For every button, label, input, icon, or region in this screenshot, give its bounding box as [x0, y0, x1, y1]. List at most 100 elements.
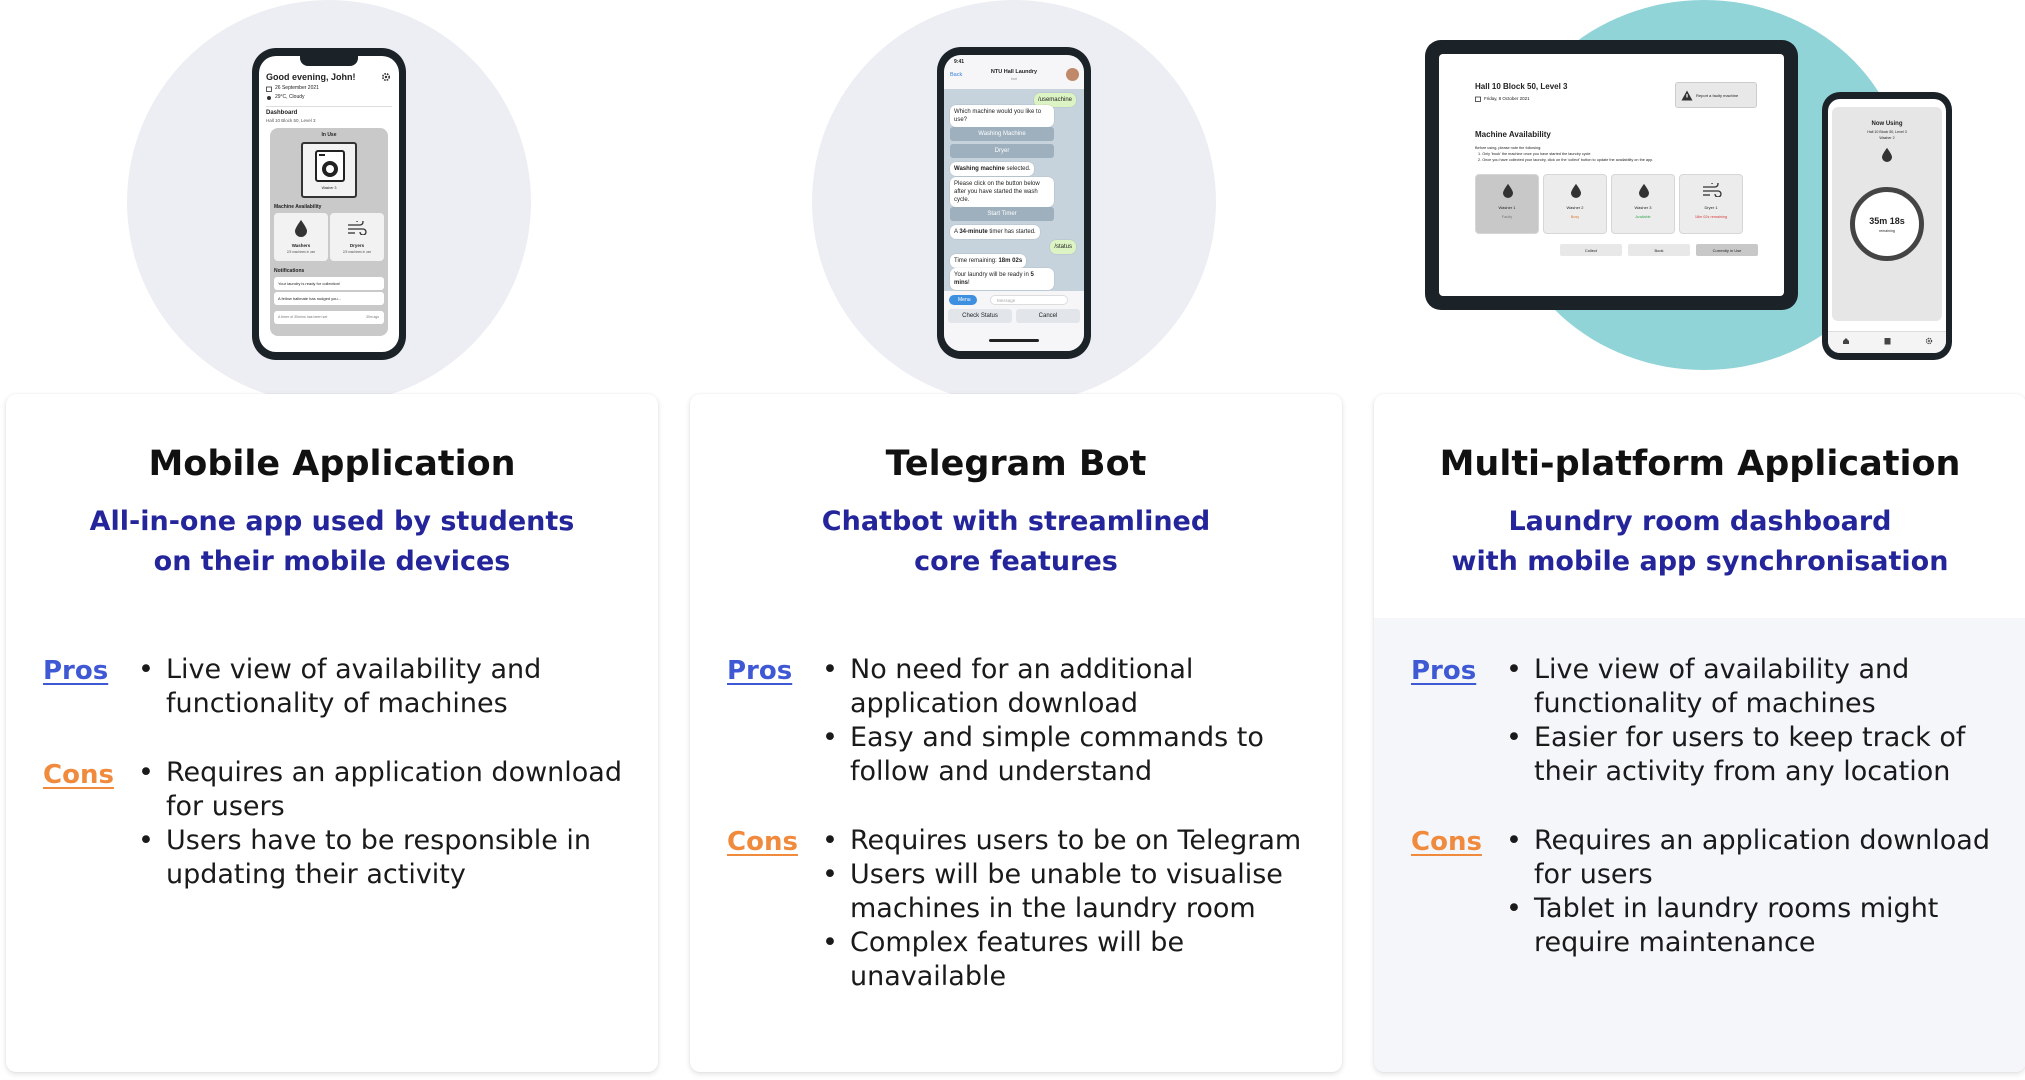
cons-item: Requires users to be on Telegram [822, 824, 1322, 858]
menu-button[interactable]: Menu [949, 295, 977, 305]
pros-list: Live view of availability and functional… [1506, 653, 2006, 789]
pros-label: Pros [1411, 656, 1477, 686]
bot-message: Which machine would you like to use? [950, 105, 1054, 127]
tablet-device: Hall 10 Block 50, Level 3 Friday, 8 Octo… [1425, 40, 1798, 310]
availability-label: Machine Availability [274, 204, 322, 210]
cons-list: Requires users to be on Telegram Users w… [822, 824, 1322, 994]
settings-icon[interactable] [381, 72, 391, 82]
machine-tile-washer-3[interactable]: Washer 3 Available [1611, 174, 1675, 234]
in-use-machine-name: Washer 3 [321, 186, 337, 190]
cancel-button[interactable]: Cancel [1016, 309, 1080, 323]
start-timer-button[interactable]: Start Timer [950, 207, 1054, 221]
tablet-location: Hall 10 Block 50, Level 3 [1475, 82, 1568, 91]
collect-label: Collect [1584, 247, 1598, 253]
pros-item: Easy and simple commands to follow and u… [822, 721, 1322, 789]
notification-text: A fellow hallmate has nudged you... [278, 296, 341, 301]
report-faulty-machine-button[interactable]: Report a faulty machine [1675, 82, 1757, 108]
timer-subtitle: remaining [1879, 229, 1895, 233]
card-subtitle-line-1: All-in-one app used by students [89, 506, 575, 537]
card-subtitle-line-2: with mobile app synchronisation [1451, 546, 1949, 577]
notification-time: 30m ago [366, 315, 380, 319]
message-input[interactable]: Message [990, 295, 1068, 305]
synced-phone: Now Using Hall 10 Block 50, Level 3 Wash… [1822, 92, 1952, 360]
message-placeholder: Message [997, 297, 1016, 303]
instruction-line: Before using, please note the following: [1475, 146, 1542, 150]
cons-item: Requires an application download for use… [1506, 824, 2006, 892]
card-subtitle-line-2: core features [914, 546, 1118, 577]
washers-tile[interactable]: Washers 2/3 machines in use [274, 213, 328, 261]
cons-label: Cons [1411, 827, 1482, 857]
bot-message: Your laundry will be ready in 5 mins! [950, 268, 1054, 290]
machine-status: Available [1635, 215, 1651, 219]
machine-status: 18m 02s remaining [1694, 215, 1728, 219]
card-mobile-application: Mobile Application All-in-one app used b… [6, 394, 658, 1072]
notification-item[interactable]: Your laundry is ready for collection! [274, 277, 384, 290]
calendar-icon[interactable] [1884, 337, 1891, 345]
tablet-date: Friday, 8 October 2021 [1484, 96, 1530, 101]
menu-label: Menu [958, 297, 971, 303]
card-subtitle: Laundry room dashboard with mobile app s… [1434, 502, 1966, 582]
settings-icon[interactable] [1925, 337, 1933, 345]
availability-title: Machine Availability [1475, 130, 1551, 139]
instruction-line: 2. Once you have collected your laundry,… [1478, 158, 1654, 162]
washers-count: 2/3 machines in use [286, 250, 316, 254]
machine-name: Dryer 1 [1704, 205, 1718, 210]
mobile-app-phone: Good evening, John! 26 September 2021 29… [252, 48, 406, 360]
calendar-icon [266, 86, 272, 92]
wind-icon [1703, 183, 1722, 197]
machine-tile-dryer-1[interactable]: Dryer 1 18m 02s remaining [1679, 174, 1743, 234]
cons-label: Cons [43, 760, 114, 790]
option-dryer-button[interactable]: Dryer [950, 144, 1054, 158]
water-drop-icon [1882, 147, 1892, 162]
cons-list: Requires an application download for use… [1506, 824, 2006, 960]
chat-status: bot [1011, 77, 1017, 81]
book-button[interactable]: Book [1628, 244, 1690, 256]
currently-in-use-button[interactable]: Currently in Use [1696, 244, 1758, 256]
notification-text: A timer of 30mins has been set [278, 315, 328, 319]
collect-button[interactable]: Collect [1560, 244, 1622, 256]
timer-value: 35m 18s [1869, 216, 1905, 226]
divider [266, 106, 392, 107]
option-washing-machine-button[interactable]: Washing Machine [950, 127, 1054, 141]
bot-message: A 34-minute timer has started. [950, 225, 1040, 239]
tablet-screen: Hall 10 Block 50, Level 3 Friday, 8 Octo… [1439, 54, 1784, 296]
now-using-title: Now Using [1871, 121, 1903, 127]
cons-item: Users will be unable to visualise machin… [822, 858, 1322, 926]
dryers-label: Dryers [349, 243, 365, 248]
dryers-count: 2/3 machines in use [342, 250, 372, 254]
book-label: Book [1654, 247, 1664, 253]
home-icon[interactable] [1842, 337, 1850, 345]
avatar[interactable] [1066, 68, 1079, 81]
wind-icon [348, 221, 367, 235]
dryers-tile[interactable]: Dryers 2/3 machines in use [330, 213, 384, 261]
cons-item: Complex features will be unavailable [822, 926, 1322, 994]
machine-tile-washer-1[interactable]: Washer 1 Faulty [1475, 174, 1539, 234]
user-command: /status [1050, 240, 1076, 254]
back-button[interactable]: Back [950, 72, 963, 78]
currently-in-use-label: Currently in Use [1712, 247, 1742, 253]
pros-label: Pros [727, 656, 793, 686]
machine-status: Busy [1570, 215, 1580, 219]
notification-item[interactable]: A fellow hallmate has nudged you... [274, 292, 384, 305]
water-drop-icon [1571, 183, 1581, 198]
cons-item: Users have to be responsible in updating… [138, 824, 638, 892]
card-title: Telegram Bot [885, 444, 1147, 484]
card-telegram-bot: Telegram Bot Chatbot with streamlined co… [690, 394, 1342, 1072]
bot-message: Please click on the button below after y… [950, 177, 1054, 207]
in-use-machine-card[interactable]: Washer 3 [301, 142, 357, 198]
notifications-label: Notifications [274, 268, 305, 274]
pros-item: Live view of availability and functional… [138, 653, 638, 721]
user-command: /usemachine [1033, 93, 1076, 107]
check-status-button[interactable]: Check Status [948, 309, 1012, 323]
notification-item[interactable]: A timer of 30mins has been set 30m ago [274, 311, 384, 324]
water-drop-icon [1503, 183, 1513, 198]
machine-tile-washer-2[interactable]: Washer 2 Busy [1543, 174, 1607, 234]
card-subtitle-line-1: Chatbot with streamlined [821, 506, 1211, 537]
card-subtitle-line-2: on their mobile devices [153, 546, 511, 577]
now-using-machine: Washer 2 [1879, 136, 1895, 140]
pros-item: Easier for users to keep track of their … [1506, 721, 2006, 789]
pros-item: Live view of availability and functional… [1506, 653, 2006, 721]
card-subtitle: All-in-one app used by students on their… [66, 502, 598, 582]
date-text: 26 September 2021 [275, 85, 319, 91]
